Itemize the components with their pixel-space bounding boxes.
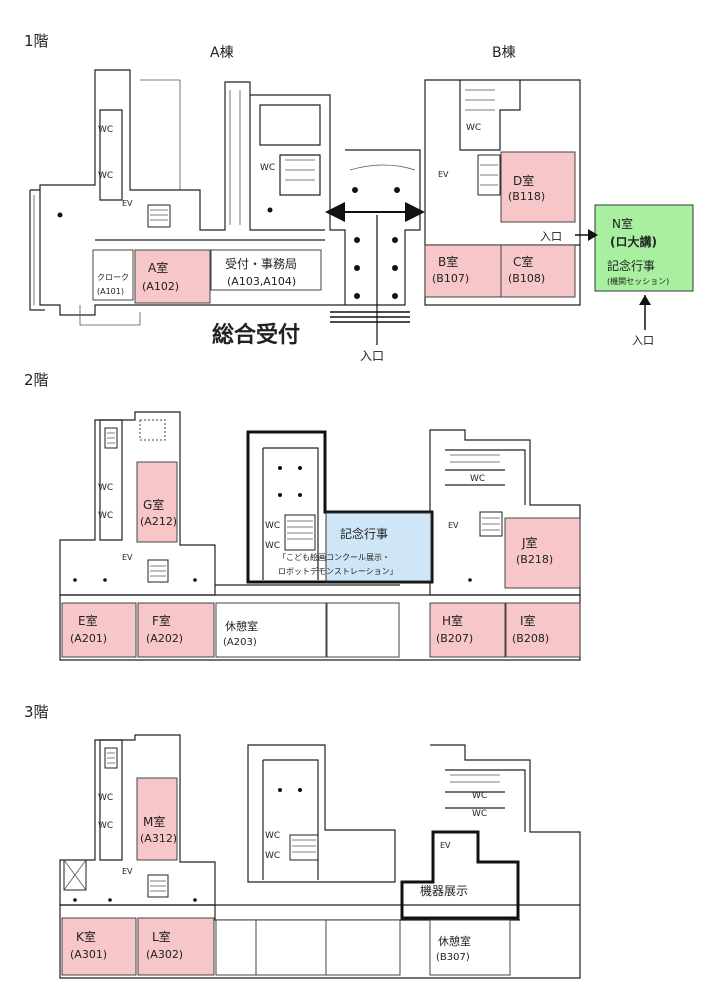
room-h-code: (B207): [436, 632, 473, 645]
room-c[interactable]: [500, 244, 576, 298]
room-b[interactable]: [424, 244, 502, 298]
entrance-1-label: 入口: [360, 349, 384, 363]
room-f[interactable]: [137, 602, 215, 658]
room-e[interactable]: [61, 602, 137, 658]
room-i-code: (B208): [512, 632, 549, 645]
wc-label: WC: [265, 541, 280, 551]
ev-label: EV: [438, 170, 449, 179]
wc-label: WC: [98, 171, 113, 181]
room-lounge-a203[interactable]: [215, 602, 327, 658]
floor-3-title: 3階: [24, 703, 49, 721]
room-f-code: (A202): [146, 632, 183, 645]
wc-label: WC: [98, 125, 113, 135]
room-b-code: (B107): [432, 272, 469, 285]
equipment-exhibit-label: 機器展示: [420, 883, 468, 898]
wc-label: WC: [466, 123, 481, 133]
room-reception-office[interactable]: [210, 249, 322, 291]
room-h-name: H室: [442, 613, 463, 628]
wc-label: WC: [98, 483, 113, 493]
room-g-name: G室: [143, 497, 164, 512]
room-reception-code: (A103,A104): [227, 275, 296, 288]
room-b-name: B室: [438, 254, 458, 269]
floor-3: 3階 M室 (A312) K室 (A301) L室: [24, 703, 581, 979]
floor-1-title: 1階: [24, 32, 49, 50]
room-l-code: (A302): [146, 948, 183, 961]
room-m-name: M室: [143, 814, 165, 829]
room-n-sub: (機関セッション): [607, 276, 669, 286]
room-i[interactable]: [505, 602, 581, 658]
entrance-3-label: 入口: [632, 334, 654, 347]
room-a[interactable]: [134, 249, 211, 304]
entrance-2-label: 入口: [540, 230, 562, 243]
lounge-b307-code: (B307): [436, 952, 470, 963]
room-c-name: C室: [513, 254, 533, 269]
room-reception-name: 受付・事務局: [225, 257, 297, 271]
event-title: 記念行事: [340, 526, 388, 541]
wc-label: WC: [265, 831, 280, 841]
room-m-code: (A312): [140, 832, 177, 845]
room-c-code: (B108): [508, 272, 545, 285]
floor-2: 2階 G室: [24, 371, 581, 661]
general-reception-label: 総合受付: [212, 322, 300, 348]
building-b-label: B棟: [492, 45, 516, 61]
room-cloak-name: クローク: [97, 273, 129, 282]
ev-label: EV: [122, 199, 133, 208]
room-cloak-code: (A101): [97, 287, 124, 296]
room-k-code: (A301): [70, 948, 107, 961]
room-j-code: (B218): [516, 553, 553, 566]
room-j[interactable]: [504, 517, 581, 589]
room-e-name: E室: [78, 613, 98, 628]
room-f-name: F室: [152, 613, 171, 628]
ev-label: EV: [448, 521, 459, 530]
room-n-name: N室: [612, 216, 633, 231]
building-a-label: A棟: [210, 45, 234, 61]
wc-label: WC: [98, 511, 113, 521]
lounge-a203-code: (A203): [223, 637, 257, 648]
wc-label: WC: [472, 809, 487, 819]
room-n-code: (ロ大講): [610, 234, 657, 249]
room-a-name: A室: [148, 260, 168, 275]
room-k[interactable]: [61, 917, 137, 976]
room-cloak[interactable]: [92, 249, 134, 301]
room-h[interactable]: [429, 602, 506, 658]
ev-label: EV: [440, 841, 451, 850]
floor-1: 1階 A棟 B棟 入口: [24, 32, 694, 363]
event-line-1: 「こども絵画コンクール展示・: [278, 552, 390, 562]
wc-label: WC: [265, 851, 280, 861]
wc-label: WC: [470, 474, 485, 484]
lounge-b307-name: 休憩室: [438, 934, 471, 948]
room-i-name: I室: [520, 613, 536, 628]
room-n-desc: 記念行事: [607, 258, 655, 273]
wc-label: WC: [260, 163, 275, 173]
room-l-name: L室: [152, 929, 171, 944]
room-a-code: (A102): [142, 280, 179, 293]
ev-label: EV: [122, 553, 133, 562]
room-e-code: (A201): [70, 632, 107, 645]
room-j-name: J室: [521, 535, 538, 550]
event-hall[interactable]: [325, 512, 432, 582]
room-d-code: (B118): [508, 190, 545, 203]
room-d[interactable]: [500, 151, 576, 223]
room-g-code: (A212): [140, 515, 177, 528]
room-k-name: K室: [76, 929, 96, 944]
room-l[interactable]: [137, 917, 215, 976]
ev-label: EV: [122, 867, 133, 876]
wc-label: WC: [265, 521, 280, 531]
lounge-a203-name: 休憩室: [225, 619, 258, 633]
room-g[interactable]: [136, 461, 178, 543]
wc-label: WC: [472, 791, 487, 801]
wc-label: WC: [98, 793, 113, 803]
room-d-name: D室: [513, 173, 534, 188]
event-line-2: ロボットデモンストレーション」: [278, 566, 398, 576]
floor-2-title: 2階: [24, 371, 49, 389]
room-n[interactable]: [594, 204, 694, 292]
wc-label: WC: [98, 821, 113, 831]
room-lounge-b307[interactable]: [429, 919, 511, 976]
room-m[interactable]: [136, 777, 178, 861]
